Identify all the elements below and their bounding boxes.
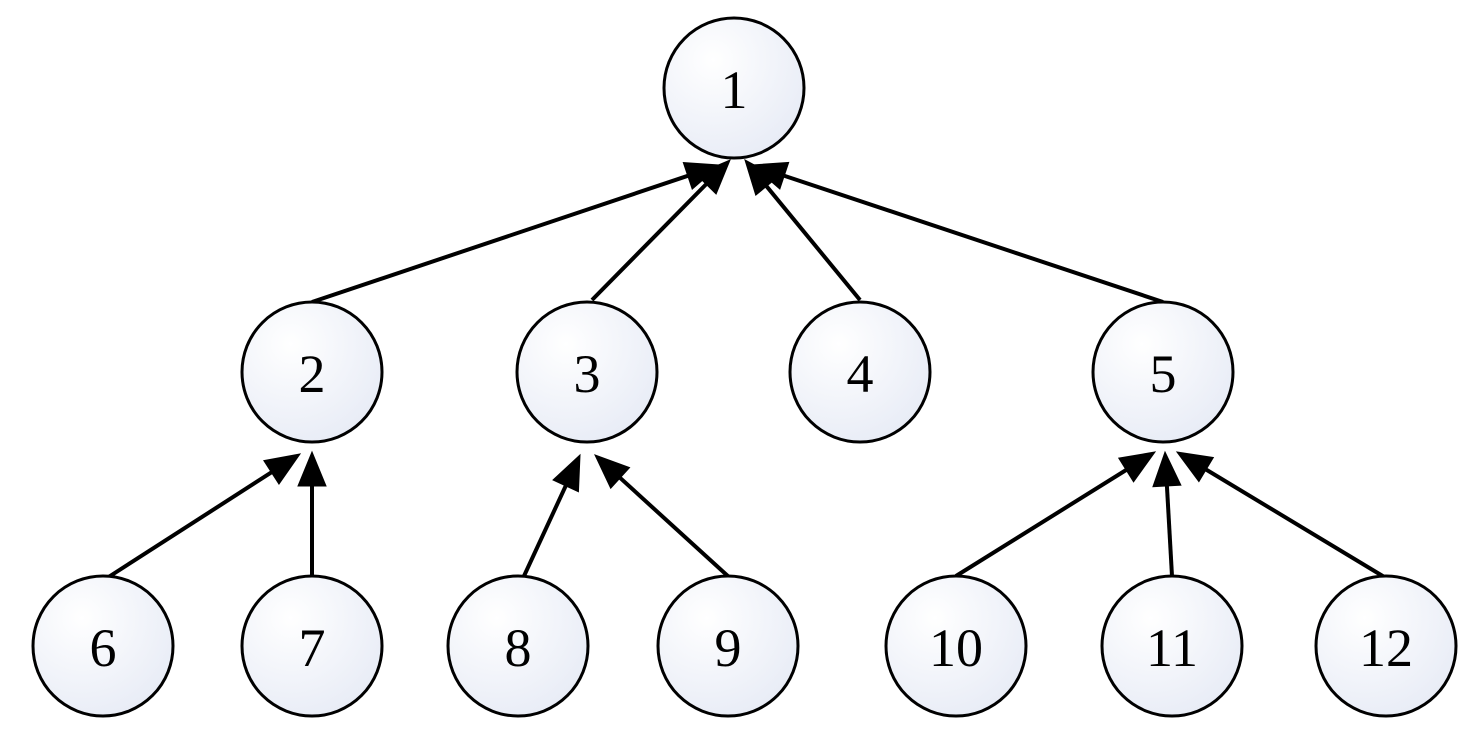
node-label: 7 [299,618,326,678]
node-circle [656,574,800,718]
arrow-head-icon [297,450,327,487]
edge-11-to-5 [1152,450,1182,577]
node-circle [788,300,932,444]
arrow-head-icon [1175,451,1215,483]
node-circle [240,574,384,718]
node-circle [884,574,1028,718]
node-label: 2 [299,344,326,404]
node-label: 12 [1359,618,1413,678]
node-label: 4 [847,344,874,404]
edge-line [105,468,276,580]
node-circle [662,16,806,160]
arrow-head-icon [750,161,790,190]
node-8: 8 [446,574,590,718]
node-label: 8 [505,618,532,678]
node-2: 2 [240,300,384,444]
arrow-head-icon [594,454,631,490]
node-circle [1314,574,1458,718]
edge-7-to-2 [297,450,327,576]
arrow-head-icon [1152,450,1182,488]
node-5: 5 [1091,300,1235,444]
node-label: 11 [1146,618,1198,678]
node-circle [1091,300,1235,444]
edge-line [954,466,1131,578]
edge-5-to-1 [750,161,1164,304]
node-6: 6 [31,574,175,718]
arrow-head-icon [695,159,731,195]
edge-9-to-3 [594,454,732,580]
edge-line [1164,481,1174,577]
node-circle [240,300,384,444]
edge-12-to-5 [1175,451,1388,580]
edge-line [762,181,862,302]
node-label: 5 [1150,344,1177,404]
node-10: 10 [884,574,1028,718]
edge-6-to-2 [105,453,302,580]
node-circle [446,574,590,718]
edge-line [590,179,711,302]
edge-line [1201,465,1388,580]
node-3: 3 [515,300,659,444]
node-label: 10 [929,618,983,678]
node-circle [31,574,175,718]
node-7: 7 [240,574,384,718]
arrow-head-icon [552,453,581,493]
edge-line [311,172,693,304]
node-label: 6 [90,618,117,678]
node-4: 4 [788,300,932,444]
node-label: 3 [574,344,601,404]
edge-line [522,481,570,577]
edge-line [615,473,732,580]
edge-3-to-1 [590,159,731,302]
arrow-head-icon [263,453,302,486]
node-label: 1 [721,60,748,120]
edge-line [779,172,1164,304]
node-12: 12 [1314,574,1458,718]
node-circle [1100,574,1244,718]
node-circle [515,300,659,444]
arrow-head-icon [1117,451,1157,483]
node-9: 9 [656,574,800,718]
edge-8-to-3 [522,453,581,577]
node-1: 1 [662,16,806,160]
node-label: 9 [715,618,742,678]
edge-10-to-5 [954,451,1157,578]
edges-layer [105,158,1388,580]
node-11: 11 [1100,574,1244,718]
